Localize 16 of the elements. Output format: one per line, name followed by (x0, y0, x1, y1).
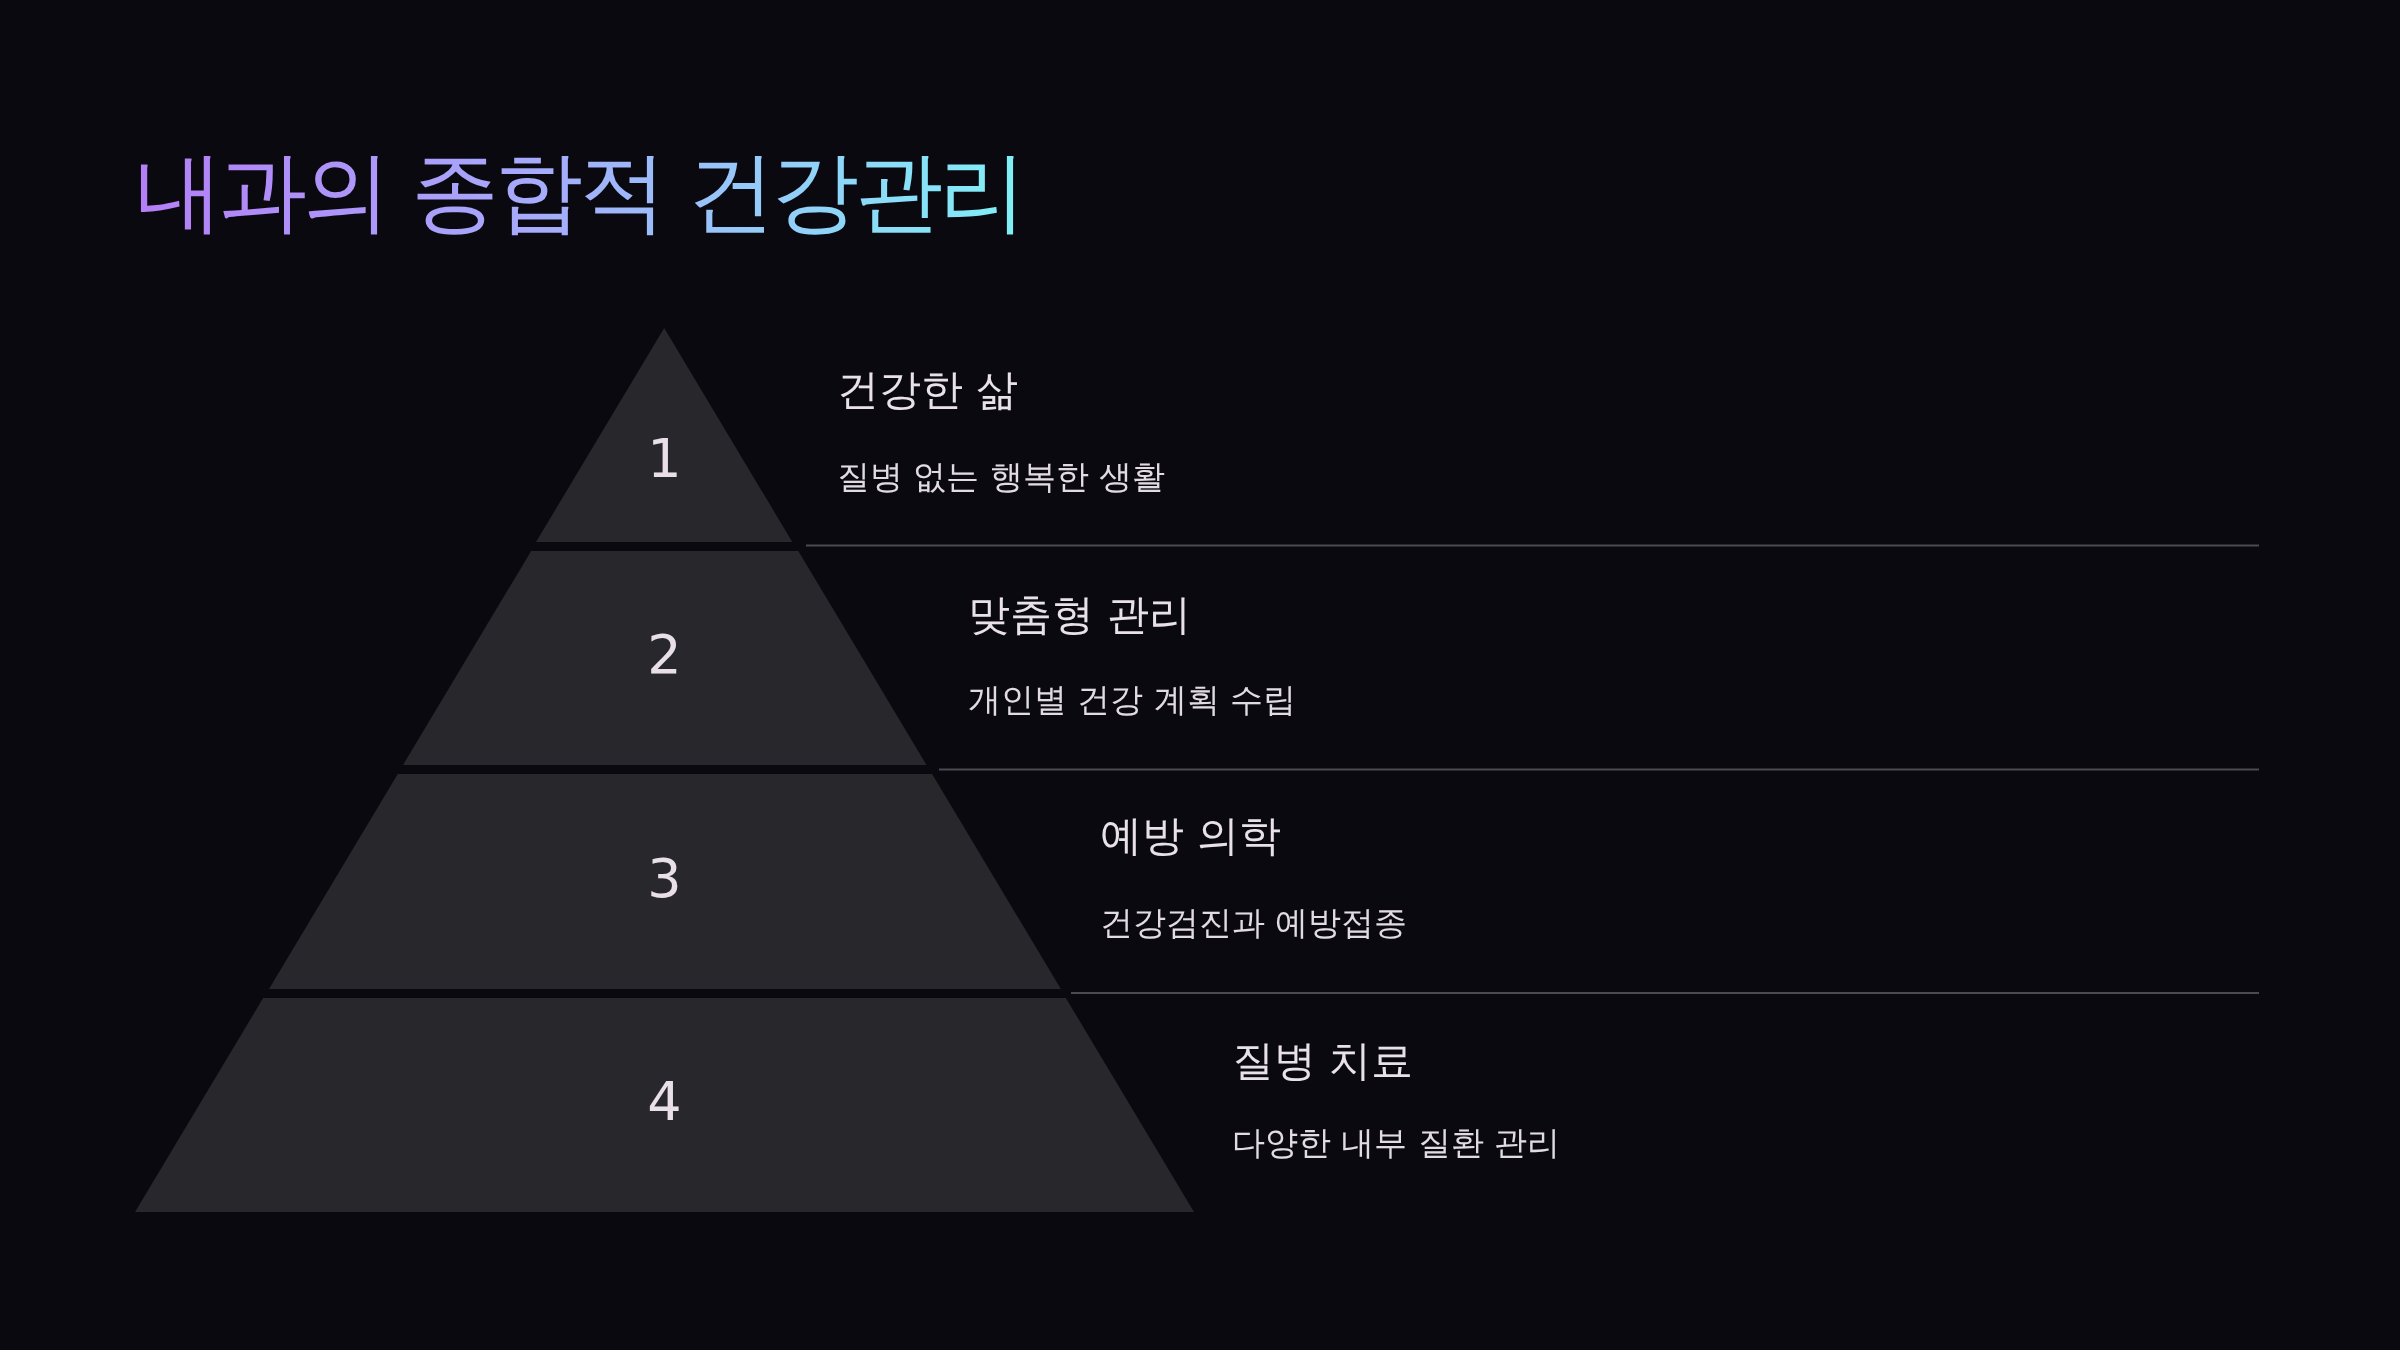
pyramid-tier (268, 774, 1061, 989)
tier-description: 질병 없는 행복한 생활 (837, 457, 1166, 497)
tier-heading: 건강한 삶 (837, 364, 1019, 416)
tier-number: 4 (647, 1069, 682, 1135)
tier-description: 다양한 내부 질환 관리 (1232, 1123, 1561, 1163)
tier-description: 건강검진과 예방접종 (1100, 903, 1408, 943)
tier-number: 1 (647, 426, 682, 492)
tier-number: 2 (647, 622, 682, 688)
tier-heading: 맞춤형 관리 (968, 589, 1192, 641)
pyramid-tier (536, 328, 793, 542)
pyramid-tier (402, 551, 927, 765)
tier-number: 3 (647, 846, 682, 912)
tier-heading: 예방 의학 (1100, 810, 1282, 862)
tier-description: 개인별 건강 계획 수립 (968, 680, 1297, 720)
pyramid-tier (134, 998, 1194, 1212)
tier-heading: 질병 치료 (1232, 1035, 1414, 1087)
